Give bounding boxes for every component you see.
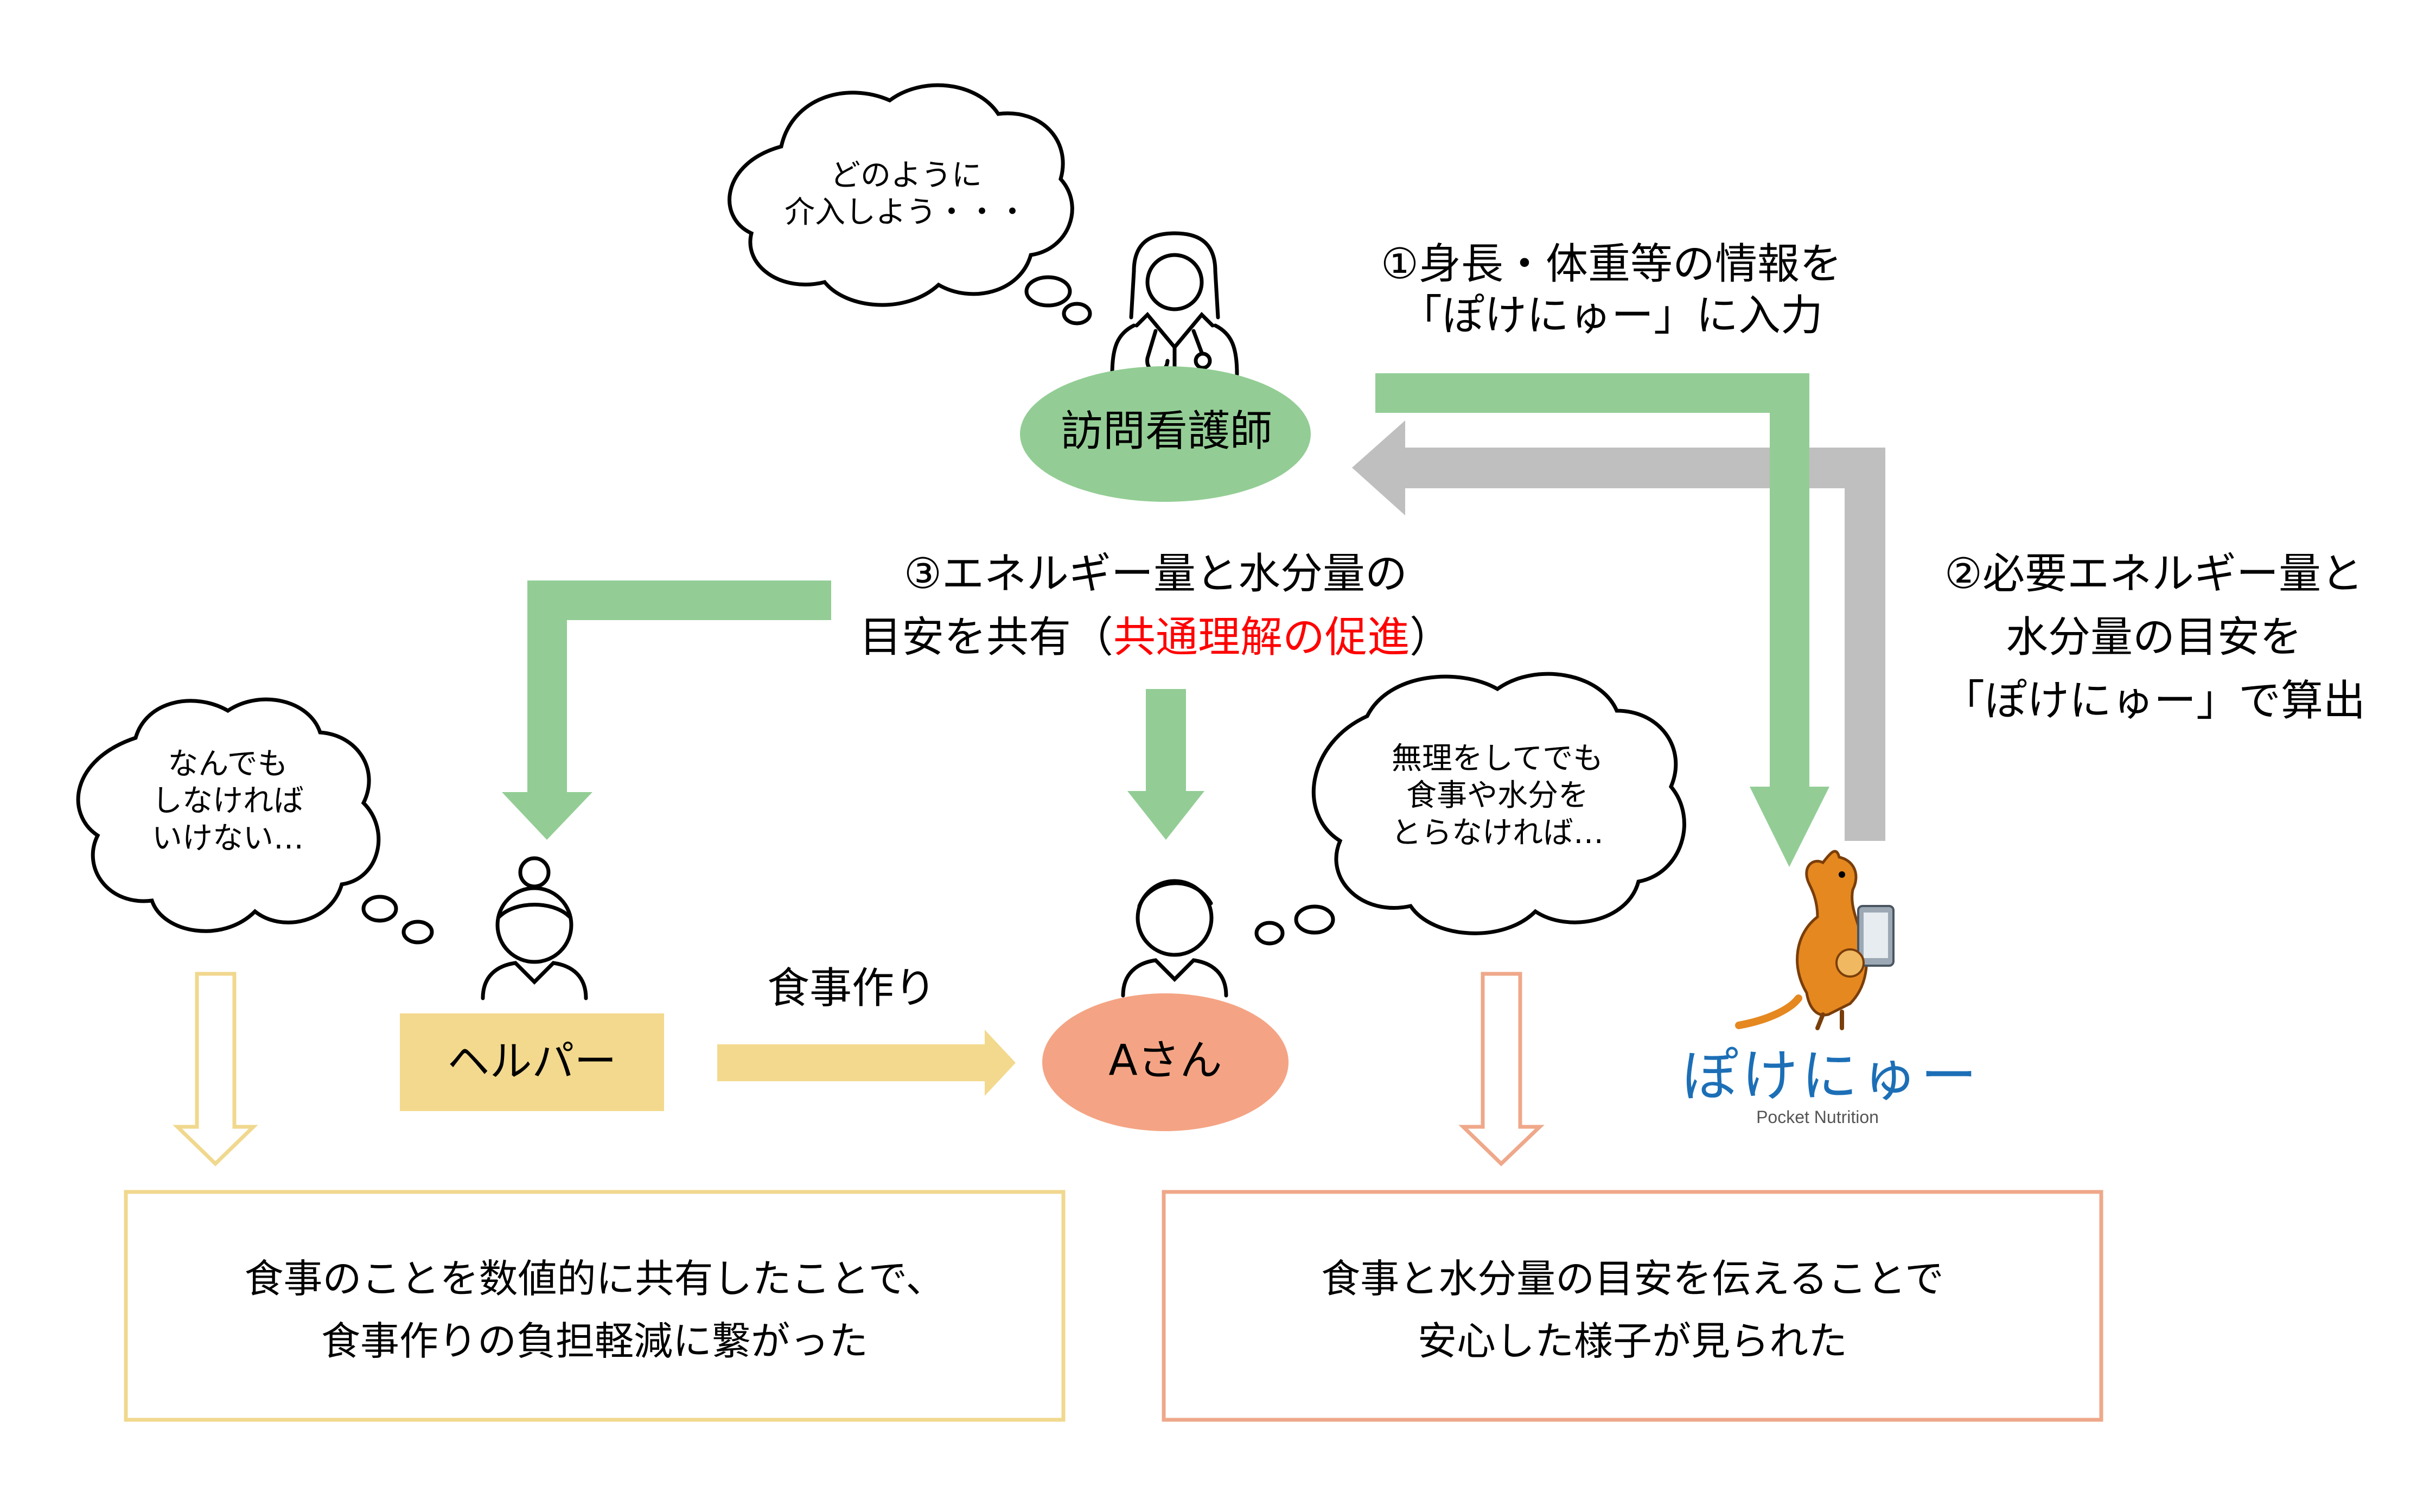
nurse-bubble-text: どのように 介入しよう・・・ bbox=[765, 157, 1047, 232]
helper-outcome-box bbox=[124, 1190, 1066, 1422]
step3-emphasis: 共通理解の促進 bbox=[1113, 613, 1410, 662]
meal-label: 食事作り bbox=[767, 964, 936, 1013]
patient-outcome-line-2: 安心した様子が見られた bbox=[1417, 1318, 1847, 1364]
helper-outcome-text: 食事のことを数値的に共有したことで、 食事作りの負担軽減に繋がった bbox=[126, 1248, 1063, 1373]
helper-outcome-arrow bbox=[173, 972, 258, 1166]
step1-text: ①身長・体重等の情報を 「ぽけにゅー」に入力 bbox=[1345, 239, 1877, 342]
step1-line-1: ①身長・体重等の情報を bbox=[1381, 240, 1842, 289]
green-input-arrow bbox=[1375, 373, 1829, 867]
helper-bubble-line-2: しなければ bbox=[152, 783, 304, 819]
patient-node-label: Aさん bbox=[1108, 1036, 1222, 1085]
step3-line-2: 目安を共有（共通理解の促進） bbox=[846, 606, 1465, 669]
patient-bubble-line-1: 無理をしてでも bbox=[1391, 741, 1604, 776]
helper-outcome-line-1: 食事のことを数値的に共有したことで、 bbox=[244, 1256, 945, 1302]
patient-bubble-text: 無理をしてでも 食事や水分を とらなければ… bbox=[1329, 741, 1666, 852]
step2-text: ②必要エネルギー量と 水分量の目安を 「ぽけにゅー」で算出 bbox=[1899, 543, 2409, 733]
helper-node-label: ヘルパー bbox=[447, 1037, 617, 1086]
patient-node bbox=[1042, 993, 1289, 1131]
step3-line-2-pre: 目安を共有（ bbox=[859, 613, 1113, 662]
step3-line-2-post: ） bbox=[1410, 613, 1452, 662]
nurse-bubble-line-1: どのように bbox=[830, 158, 982, 193]
patient-bubble-line-3: とらなければ… bbox=[1391, 815, 1604, 851]
patient-bubble-line-2: 食事や水分を bbox=[1406, 778, 1589, 814]
green-share-arrow-helper bbox=[502, 580, 831, 840]
patient-thought-bubble bbox=[1254, 672, 1686, 946]
helper-bubble-line-1: なんでも bbox=[168, 747, 288, 782]
helper-bubble-text: なんでも しなければ いけない… bbox=[98, 746, 358, 857]
step3-text: ③エネルギー量と水分量の 目安を共有（共通理解の促進） bbox=[846, 543, 1465, 669]
step2-line-2: 水分量の目安を bbox=[2005, 613, 2302, 662]
logo-subtitle: Pocket Nutrition bbox=[1756, 1107, 1879, 1127]
step2-line-3: 「ぽけにゅー」で算出 bbox=[1942, 677, 2365, 725]
patient-person-icon bbox=[1121, 879, 1228, 998]
helper-outcome-line-2: 食事作りの負担軽減に繋がった bbox=[321, 1318, 868, 1364]
green-share-arrow-patient bbox=[1127, 689, 1204, 840]
helper-node bbox=[400, 1013, 664, 1111]
meal-arrow bbox=[717, 1030, 1016, 1096]
helper-person-icon bbox=[481, 856, 588, 1000]
nurse-thought-bubble bbox=[728, 83, 1092, 326]
patient-outcome-line-1: 食事と水分量の目安を伝えることで bbox=[1321, 1256, 1944, 1302]
kangaroo-logo-icon bbox=[1735, 850, 1895, 1030]
helper-bubble-line-3: いけない… bbox=[152, 820, 304, 856]
patient-outcome-text: 食事と水分量の目安を伝えることで 安心した様子が見られた bbox=[1164, 1248, 2101, 1373]
step2-line-1: ②必要エネルギー量と bbox=[1944, 550, 2363, 598]
nurse-bubble-line-2: 介入しよう・・・ bbox=[785, 195, 1028, 231]
logo-name: ぽけにゅー bbox=[1682, 1043, 1981, 1109]
nurse-person-icon bbox=[1110, 231, 1239, 377]
helper-thought-bubble bbox=[76, 697, 434, 945]
patient-outcome-box bbox=[1162, 1190, 2103, 1422]
nurse-node bbox=[1020, 366, 1311, 502]
step3-line-1: ③エネルギー量と水分量の bbox=[904, 550, 1407, 598]
patient-outcome-arrow bbox=[1458, 972, 1545, 1166]
nurse-node-label: 訪問看護師 bbox=[1060, 407, 1272, 456]
step1-line-2: 「ぽけにゅー」に入力 bbox=[1399, 291, 1823, 341]
